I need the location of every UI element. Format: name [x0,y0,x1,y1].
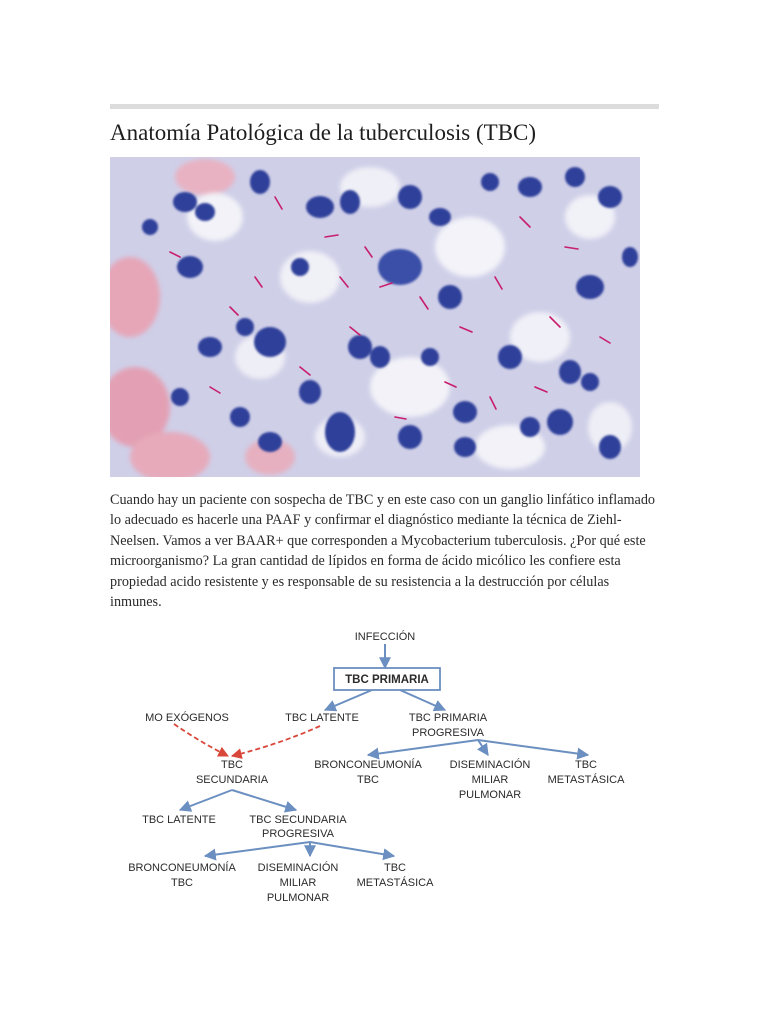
page-title: Anatomía Patológica de la tuberculosis (… [110,120,537,145]
metastasica-b-line2: METASTÁSICA [357,876,434,889]
arrow-progressive-broncho [366,739,479,760]
tbc-primary-progressive-line1: TBC PRIMARIA [409,712,488,724]
infection-label: INFECCIÓN [355,630,416,643]
arrow-secprog-metast [309,841,396,861]
tbc-primary-label: TBC PRIMARIA [345,674,429,686]
tbc-secondary-progressive-line1: TBC SECUNDARIA [249,814,347,826]
top-divider [110,104,659,109]
tbc-primary-progressive-line2: PROGRESIVA [412,727,485,739]
arrow-mo-secondary [173,723,229,757]
metastasica-b-line1: TBC [384,862,406,874]
arrow-secprog-broncho [203,841,311,861]
arrow-secondary-progressive [231,789,298,813]
tbc-latent-bottom-label: TBC LATENTE [142,814,216,826]
bronconeumonia-a-line2: TBC [357,774,379,786]
bronconeumonia-a-line1: BRONCONEUMONÍA [314,758,422,771]
diseminacion-a-line2: MILIAR [472,774,509,786]
tbc-flow-diagram: INFECCIÓN TBC PRIMARIA MO EXÓGENOS TBC L… [128,630,625,904]
tbc-latent-top-label: TBC LATENTE [285,712,359,724]
metastasica-a-line1: TBC [575,759,597,771]
arrow-progressive-metast [477,739,590,760]
tbc-secondary-progressive-line2: PROGRESIVA [262,828,335,840]
diseminacion-b-line3: PULMONAR [267,892,329,904]
arrow-primary-latent [323,689,373,712]
diseminacion-b-line2: MILIAR [280,877,317,889]
bronconeumonia-b-line2: TBC [171,877,193,889]
ziehl-neelsen-micrograph [110,157,640,477]
tbc-secondary-line2: SECUNDARIA [196,774,269,786]
diseminacion-b-line1: DISEMINACIÓN [258,861,339,874]
diseminacion-a-line3: PULMONAR [459,789,521,801]
diseminacion-a-line1: DISEMINACIÓN [450,758,531,771]
arrow-progressive-dissem [477,739,489,756]
mo-exogenous-label: MO EXÓGENOS [145,711,229,724]
arrow-primary-progressive [399,689,447,712]
arrow-latent-secondary [230,725,321,759]
arrow-secondary-latent [178,789,233,812]
metastasica-a-line2: METASTÁSICA [548,773,625,786]
bronconeumonia-b-line1: BRONCONEUMONÍA [128,861,236,874]
tbc-primary-box [333,667,441,691]
tbc-secondary-line1: TBC [221,759,243,771]
body-paragraph: Cuando hay un paciente con sospecha de T… [110,492,656,611]
